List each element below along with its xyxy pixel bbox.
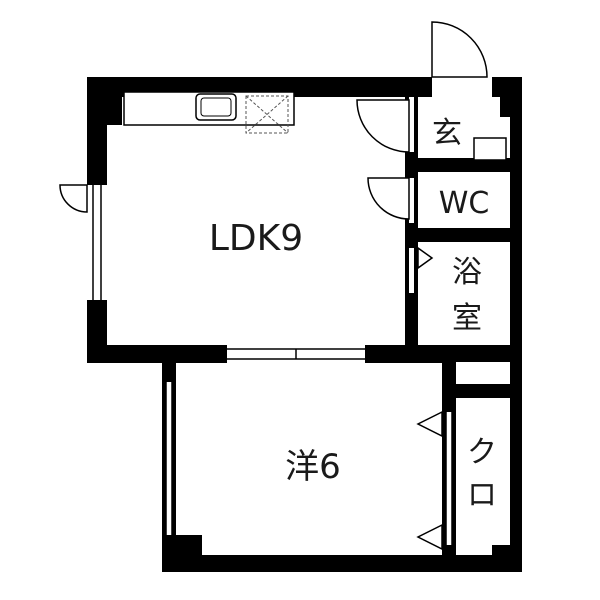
ldk-label: LDK9 [209, 218, 303, 259]
toilet-label: WC [439, 186, 490, 221]
entrance-label: 玄 [432, 116, 462, 151]
stove-hood [245, 95, 289, 134]
bath-label-line2: 室 [452, 301, 482, 336]
window-lines [92, 185, 453, 545]
kitchen-counter [123, 91, 295, 134]
closet-label-line2: ロ [467, 478, 497, 513]
door-swings [59, 21, 488, 220]
closet-door-mark-bottom [416, 523, 443, 551]
bath-label-line1: 浴 [452, 255, 482, 290]
entrance-step [473, 137, 507, 161]
western-room-label: 洋6 [285, 447, 341, 487]
bath-door-mark [417, 246, 434, 270]
closet-door-mark-top [416, 410, 443, 438]
closet-label-line1: ク [467, 435, 497, 470]
